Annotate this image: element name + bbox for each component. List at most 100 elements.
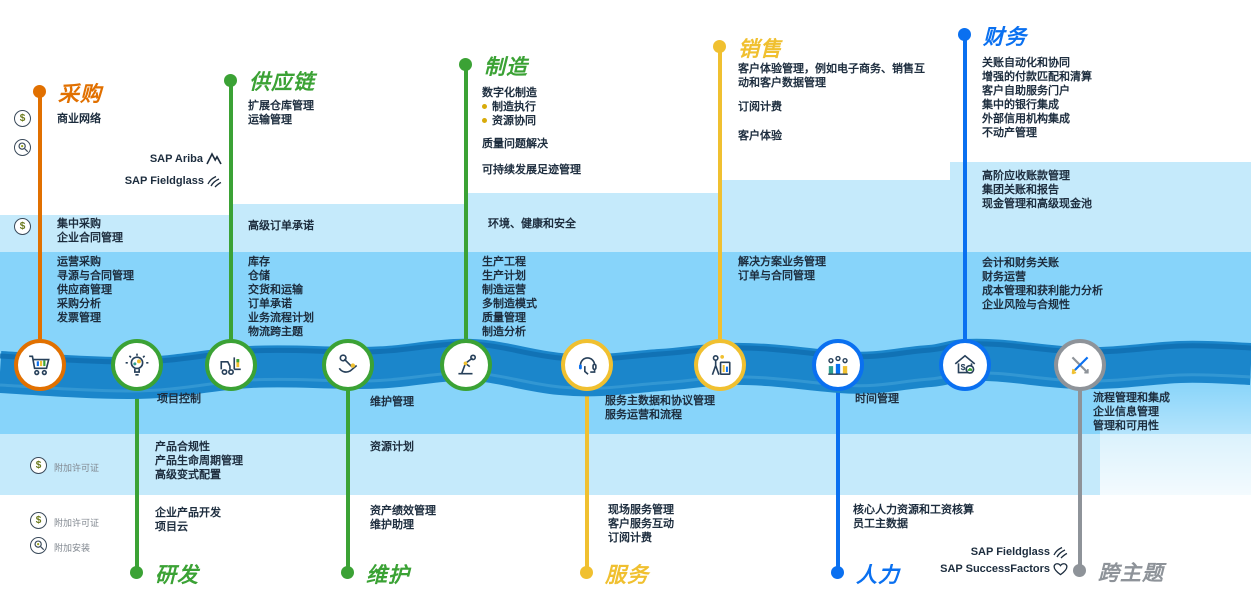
logo-sap-fieldglass: SAP Fieldglass: [125, 174, 222, 188]
fieldglass-swoosh-icon: [207, 175, 222, 188]
list-item: 订单与合同管理: [738, 270, 815, 282]
band-upper-light-step-supply: [231, 204, 466, 252]
river-fade: [1100, 380, 1251, 495]
list-item: 高级变式配置: [155, 469, 221, 481]
list-item: 客户体验: [738, 130, 782, 142]
node-hr: [812, 339, 864, 391]
list-item: 服务主数据和协议管理: [605, 395, 715, 407]
supply-chain-top-list: 扩展仓库管理 运输管理: [248, 99, 314, 127]
manufacturing-quality-item: 质量问题解决: [482, 137, 548, 151]
house-finance-icon: $: [954, 354, 976, 374]
logo-label: SAP Fieldglass: [124, 175, 204, 187]
sales-cx2-item: 客户体验: [738, 129, 782, 143]
headset-icon: [578, 357, 597, 375]
list-item: 数字化制造: [482, 87, 537, 99]
line-manufacturing: [464, 64, 468, 365]
list-item: 成本管理和获利能力分析: [982, 285, 1103, 297]
dot-finance: [958, 28, 971, 41]
bullet-text: 制造执行: [492, 101, 536, 113]
list-item: 质量问题解决: [482, 138, 548, 150]
list-item: 集中采购: [57, 218, 101, 230]
hr-bottom-list: 核心人力资源和工资核算 员工主数据: [853, 503, 974, 531]
logo-sap-fieldglass: SAP Fieldglass: [971, 545, 1068, 559]
bullet-icon: [482, 104, 487, 109]
maintenance-band3-list: 资源计划: [370, 440, 414, 454]
dot-hr: [831, 566, 844, 579]
list-item: 集中的银行集成: [982, 99, 1059, 111]
node-manufacturing: [440, 339, 492, 391]
line-supply-chain: [229, 80, 233, 365]
node-rnd: [111, 339, 163, 391]
dot-manufacturing: [459, 58, 472, 71]
finance-band1-list: 高阶应收账款管理 集团关账和报告 现金管理和高级现金池: [982, 169, 1092, 211]
node-supply-chain: [205, 339, 257, 391]
list-item: 生产工程: [482, 256, 526, 268]
list-item: 维护管理: [370, 396, 414, 408]
list-item: 客户服务互动: [608, 518, 674, 530]
robot-arm-icon: [458, 354, 477, 375]
list-item: 流程管理和集成: [1093, 392, 1170, 404]
fieldglass-swoosh-icon: [1053, 546, 1068, 559]
heart-icon: [1053, 563, 1068, 576]
maintenance-river-label: 维护管理: [370, 395, 414, 409]
supply-chain-band1-list: 高级订单承诺: [248, 219, 314, 233]
dot-maintenance: [341, 566, 354, 579]
list-item: 多制造模式: [482, 298, 537, 310]
list-item: 商业网络: [57, 113, 101, 125]
dot-supply-chain: [224, 74, 237, 87]
dollar-plant-icon: $: [14, 218, 31, 235]
node-service: [561, 339, 613, 391]
list-item: 集团关账和报告: [982, 184, 1059, 196]
list-item: 制造运营: [482, 284, 526, 296]
legend-install-label: 附加安装: [54, 543, 91, 553]
dot-procurement: [33, 85, 46, 98]
title-sales: 销售: [738, 38, 782, 61]
list-item: 库存: [248, 256, 270, 268]
list-item: 可持续发展足迹管理: [482, 164, 581, 176]
node-cross: [1054, 339, 1106, 391]
list-item: 解决方案业务管理: [738, 256, 826, 268]
line-service: [585, 365, 589, 572]
list-item: 寻源与合同管理: [57, 270, 134, 282]
list-item: 企业风险与合规性: [982, 299, 1070, 311]
list-item: 时间管理: [855, 393, 899, 405]
forklift-icon: [220, 357, 241, 376]
list-item: 项目云: [155, 521, 188, 533]
logo-sap-successfactors: SAP SuccessFactors: [940, 562, 1068, 576]
node-finance: $: [939, 339, 991, 391]
list-item: 现金管理和高级现金池: [982, 198, 1092, 210]
list-item: 外部信用机构集成: [982, 113, 1070, 125]
maintenance-bottom-list: 资产绩效管理 维护助理: [370, 504, 436, 532]
title-manufacturing: 制造: [484, 56, 528, 79]
bullet-text: 资源协同: [492, 115, 536, 127]
list-item: 质量管理: [482, 312, 526, 324]
sales-cx-item: 客户体验管理，例如电子商务、销售互动和客户数据管理: [738, 62, 934, 90]
list-item: 资源计划: [370, 441, 414, 453]
list-item: 高级订单承诺: [248, 220, 314, 232]
band-upper-light-step-finance: [950, 162, 1251, 252]
line-cross: [1078, 365, 1082, 571]
list-item: 交货和运输: [248, 284, 303, 296]
procurement-band2-list: 运营采购 寻源与合同管理 供应商管理 采购分析 发票管理: [57, 255, 134, 325]
list-item: 业务流程计划: [248, 312, 314, 324]
finance-band2-list: 会计和财务关账 财务运营 成本管理和获利能力分析 企业风险与合规性: [982, 256, 1103, 312]
list-item: 资产绩效管理: [370, 505, 436, 517]
list-item: 产品生命周期管理: [155, 455, 243, 467]
supply-chain-band2-list: 库存 仓储 交货和运输 订单承诺 业务流程计划 物流跨主题: [248, 255, 314, 339]
title-rnd: 研发: [155, 564, 199, 587]
wrench-icon: [338, 354, 358, 373]
title-cross: 跨主题: [1098, 562, 1164, 585]
list-item: 客户体验管理，例如电子商务、销售互动和客户数据管理: [738, 63, 925, 89]
finance-top-list: 关账自动化和协同 增强的付款匹配和清算 客户自助服务门户 集中的银行集成 外部信…: [982, 56, 1092, 140]
list-item: 财务运营: [982, 271, 1026, 283]
node-procurement: [14, 339, 66, 391]
manufacturing-band2-list: 生产工程 生产计划 制造运营 多制造模式 质量管理 制造分析: [482, 255, 537, 339]
dollar-plant-icon: $: [30, 512, 47, 529]
line-maintenance: [346, 365, 350, 572]
list-item: 发票管理: [57, 312, 101, 324]
list-item: 服务运营和流程: [605, 409, 682, 421]
crossed-tools-icon: [1071, 356, 1089, 375]
list-item: 订单承诺: [248, 298, 292, 310]
dot-rnd: [130, 566, 143, 579]
